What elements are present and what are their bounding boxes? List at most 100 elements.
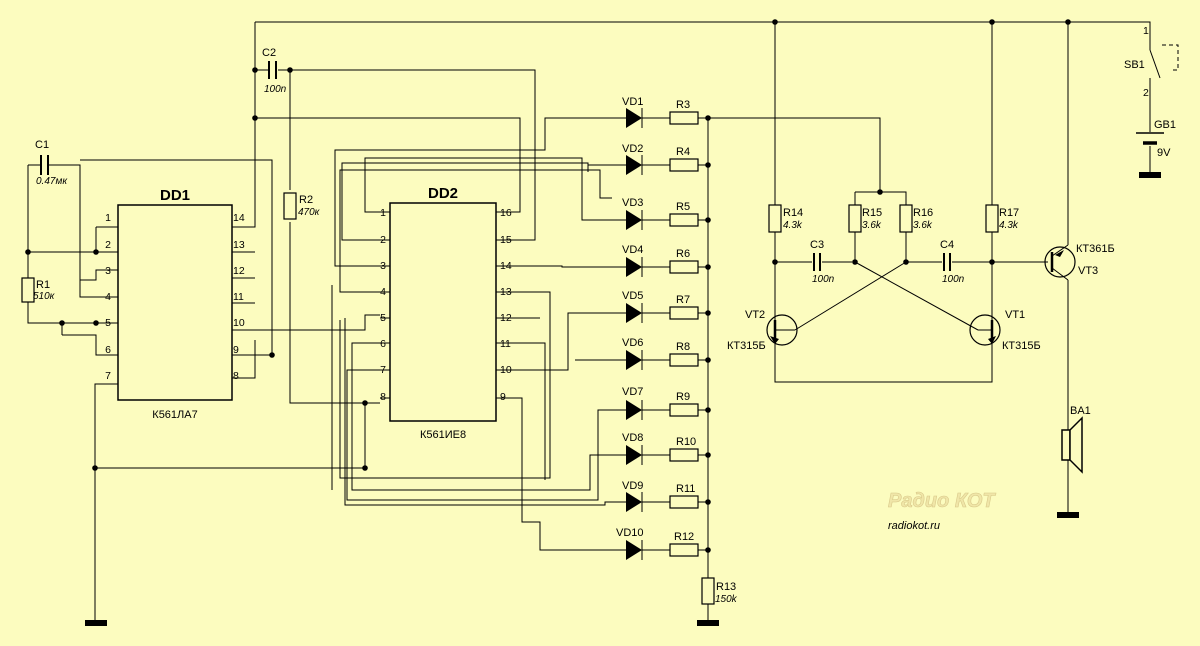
dd1-pin: 5: [105, 317, 111, 329]
r15-resistor: R15 3.6k: [848, 204, 882, 233]
resistor-label: R4: [676, 146, 690, 158]
dd1-pin: 11: [233, 291, 244, 303]
gb1-battery: GB1 9V: [1136, 119, 1176, 159]
vd6-diode: [626, 350, 642, 370]
r17-value: 4.3k: [999, 220, 1019, 231]
r2-ref: R2: [299, 194, 313, 206]
c2-value: 100n: [264, 84, 287, 95]
vd1-diode: [626, 108, 642, 128]
r17-resistor: R17 4.3k: [985, 204, 1019, 233]
sb1-switch[interactable]: SB1 1 2: [1124, 25, 1179, 99]
c3-value: 100n: [812, 274, 835, 285]
dd1-name: DD1: [160, 187, 190, 204]
r1-resistor: R1 510к: [21, 277, 56, 303]
ground-symbol: [697, 620, 719, 626]
dd2-pin: 11: [500, 338, 511, 350]
r16-ref: R16: [913, 207, 933, 219]
wires: [27, 21, 1151, 612]
vt3-ref: VT3: [1078, 265, 1098, 277]
resistor-label: R7: [676, 294, 690, 306]
c2-ref: C2: [262, 47, 276, 59]
dd1-type: К561ЛА7: [152, 409, 197, 421]
c1-ref: C1: [35, 139, 49, 151]
dd1-pin: 9: [233, 344, 239, 356]
gb1-value: 9V: [1157, 147, 1171, 159]
dd1-pin: 14: [233, 212, 245, 224]
ba1-speaker: BA1: [1061, 405, 1091, 474]
ground-symbol: [85, 620, 107, 626]
resistor-label: R3: [676, 99, 690, 111]
vd8-diode: [626, 445, 642, 465]
r16-resistor: R16 3.6k: [899, 204, 933, 233]
resistor-label: R12: [674, 531, 694, 543]
vt3-transistor: КТ361Б VT3: [1044, 243, 1115, 281]
dd1-pin: 2: [105, 239, 111, 251]
dd1-pin: 1: [105, 212, 111, 224]
diode-row: VD10 R12: [612, 527, 708, 560]
diode-label: VD1: [622, 96, 643, 108]
vt1-type: КТ315Б: [1002, 340, 1041, 352]
junction-dots: [25, 19, 1071, 553]
vd7-diode: [626, 400, 642, 420]
c4-capacitor: C4 100n: [940, 239, 965, 285]
diode-label: VD2: [622, 143, 643, 155]
dd1-pin: 13: [233, 239, 245, 251]
diode-label: VD4: [622, 244, 643, 256]
r14-value: 4.3k: [783, 220, 803, 231]
diode-row: VD5 R7: [612, 290, 708, 323]
diode-label: VD3: [622, 197, 643, 209]
dd1-pin: 7: [105, 370, 111, 382]
vt2-ref: VT2: [745, 309, 765, 321]
diode-row: VD7 R9: [612, 386, 708, 420]
c3-capacitor: C3 100n: [810, 239, 835, 285]
c2-capacitor: C2 100n: [262, 47, 287, 95]
diode-label: VD8: [622, 432, 643, 444]
dd2-chip: DD2 К561ИЕ8 1 2 3 4 5 6 7 8 16 15 14 13 …: [380, 185, 518, 441]
r14-resistor: R14 4.3k: [768, 204, 803, 233]
dd1-pin: 10: [233, 317, 245, 329]
vt1-ref: VT1: [1005, 309, 1025, 321]
r14-ref: R14: [783, 207, 803, 219]
r17-ref: R17: [999, 207, 1019, 219]
r1-ref: R1: [36, 279, 50, 291]
sb1-ref: SB1: [1124, 59, 1145, 71]
ground-symbol: [1057, 512, 1079, 518]
vd3-diode: [626, 210, 642, 230]
resistor-label: R5: [676, 201, 690, 213]
dd2-pin: 9: [500, 391, 506, 403]
ba1-ref: BA1: [1070, 405, 1091, 417]
c3-ref: C3: [810, 239, 824, 251]
dd2-pin: 8: [380, 391, 386, 403]
vt2-type: КТ315Б: [727, 340, 766, 352]
logo-url: radiokot.ru: [888, 520, 940, 532]
sb1-pin2: 2: [1143, 87, 1149, 99]
diode-row: VD3 R5: [612, 197, 708, 230]
dd1-pin: 3: [105, 265, 111, 277]
diode-row: VD8 R10: [612, 432, 708, 465]
dd1-pin: 12: [233, 265, 245, 277]
sb1-pin1: 1: [1143, 25, 1149, 37]
vd4-diode: [626, 257, 642, 277]
dd1-pin: 8: [233, 370, 239, 382]
diode-label: VD5: [622, 290, 643, 302]
resistor-label: R8: [676, 341, 690, 353]
c1-value: 0.47мк: [36, 176, 68, 187]
resistor-label: R6: [676, 248, 690, 260]
watermark-logo: Радио КОТ radiokot.ru: [888, 490, 997, 532]
diode-label: VD10: [616, 527, 644, 539]
resistor-label: R11: [676, 483, 695, 495]
resistor-label: R10: [676, 436, 696, 448]
diode-row: VD4 R6: [612, 244, 708, 277]
r2-resistor: R2 470к: [283, 192, 321, 220]
vt1-transistor: VT1 КТ315Б: [969, 309, 1041, 352]
diode-label: VD6: [622, 337, 643, 349]
r15-value: 3.6k: [862, 220, 882, 231]
c4-value: 100n: [942, 274, 965, 285]
diode-row: VD1 R3: [612, 96, 708, 128]
diode-row: VD6 R8: [612, 337, 708, 370]
dd1-chip: DD1 К561ЛА7 1 2 3 4 5 6 7 14 13 12 11 10…: [105, 187, 255, 421]
logo-text: Радио КОТ: [888, 490, 996, 512]
dd2-pin: 6: [380, 338, 386, 350]
dd2-name: DD2: [428, 185, 458, 202]
